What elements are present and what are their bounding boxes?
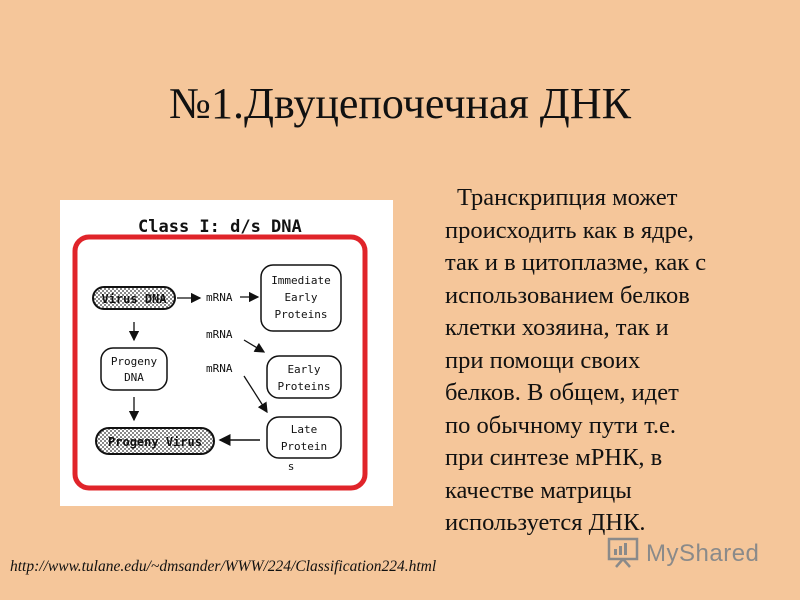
immediate-early-label-line3: Proteins [275, 308, 328, 321]
arrow-mrna2-to-early [243, 339, 266, 353]
paragraph-line: используется ДНК. [445, 509, 646, 536]
paragraph-line: качестве матрицы [445, 476, 632, 504]
early-proteins-node [266, 355, 342, 399]
paragraph-line: происходить как в ядре, [445, 216, 694, 244]
paragraph-line: при помощи своих [445, 346, 641, 374]
progeny-dna-label-line2: DNA [124, 371, 144, 384]
paragraph-line: белков. В общем, идет [445, 379, 679, 406]
arrow-mrna3-to-late [243, 375, 268, 414]
paragraph-line: при синтезе мРНК, в [445, 444, 663, 471]
early-proteins-label-line2: Proteins [278, 380, 331, 393]
myshared-logo[interactable]: MyShared [606, 536, 776, 572]
early-proteins-label-line1: Early [287, 363, 320, 376]
diagram-frame [72, 234, 368, 491]
virus-dna-label: Virus DNA [101, 292, 167, 306]
mrna-label-1: mRNA [206, 291, 233, 304]
immediate-early-label-line1: Immediate [271, 274, 331, 287]
diagram-title: Class I: d/s DNA [138, 217, 302, 237]
progeny-dna-node [100, 347, 168, 391]
mrna-label-3: mRNA [206, 362, 233, 375]
late-proteins-label-line1: Late [291, 423, 318, 436]
paragraph-line: Транскрипция может [457, 184, 678, 211]
paragraph-line: так и в цитоплазме, как с [445, 249, 707, 276]
progeny-virus-node [95, 427, 215, 455]
slide-title: №1.Двуцепочечная ДНК [169, 79, 631, 128]
immediate-early-label-line2: Early [284, 291, 317, 304]
immediate-early-proteins-node [260, 264, 342, 332]
progeny-virus-label: Progeny Virus [108, 435, 202, 449]
mrna-label-2: mRNA [206, 328, 233, 341]
late-proteins-label-line2: Protein [281, 440, 327, 453]
virus-dna-node [92, 286, 176, 310]
late-proteins-label-line3: s [288, 460, 295, 473]
paragraph: Транскрипция может происходить как в ядр… [445, 182, 765, 540]
late-proteins-node [266, 416, 342, 459]
source-link[interactable]: http://www.tulane.edu/~dmsander/WWW/224/… [10, 558, 437, 575]
logo-text: MyShared [646, 540, 760, 567]
presentation-board-icon [606, 535, 640, 574]
paragraph-line: по обычному пути т.е. [445, 411, 677, 439]
paragraph-line: клетки хозяина, так и [445, 314, 669, 341]
paragraph-line: использованием белков [445, 281, 690, 309]
progeny-dna-label-line1: Progeny [111, 355, 158, 368]
viral-replication-diagram: Class I: d/s DNA Virus DNA Progeny DNA P… [60, 200, 393, 506]
